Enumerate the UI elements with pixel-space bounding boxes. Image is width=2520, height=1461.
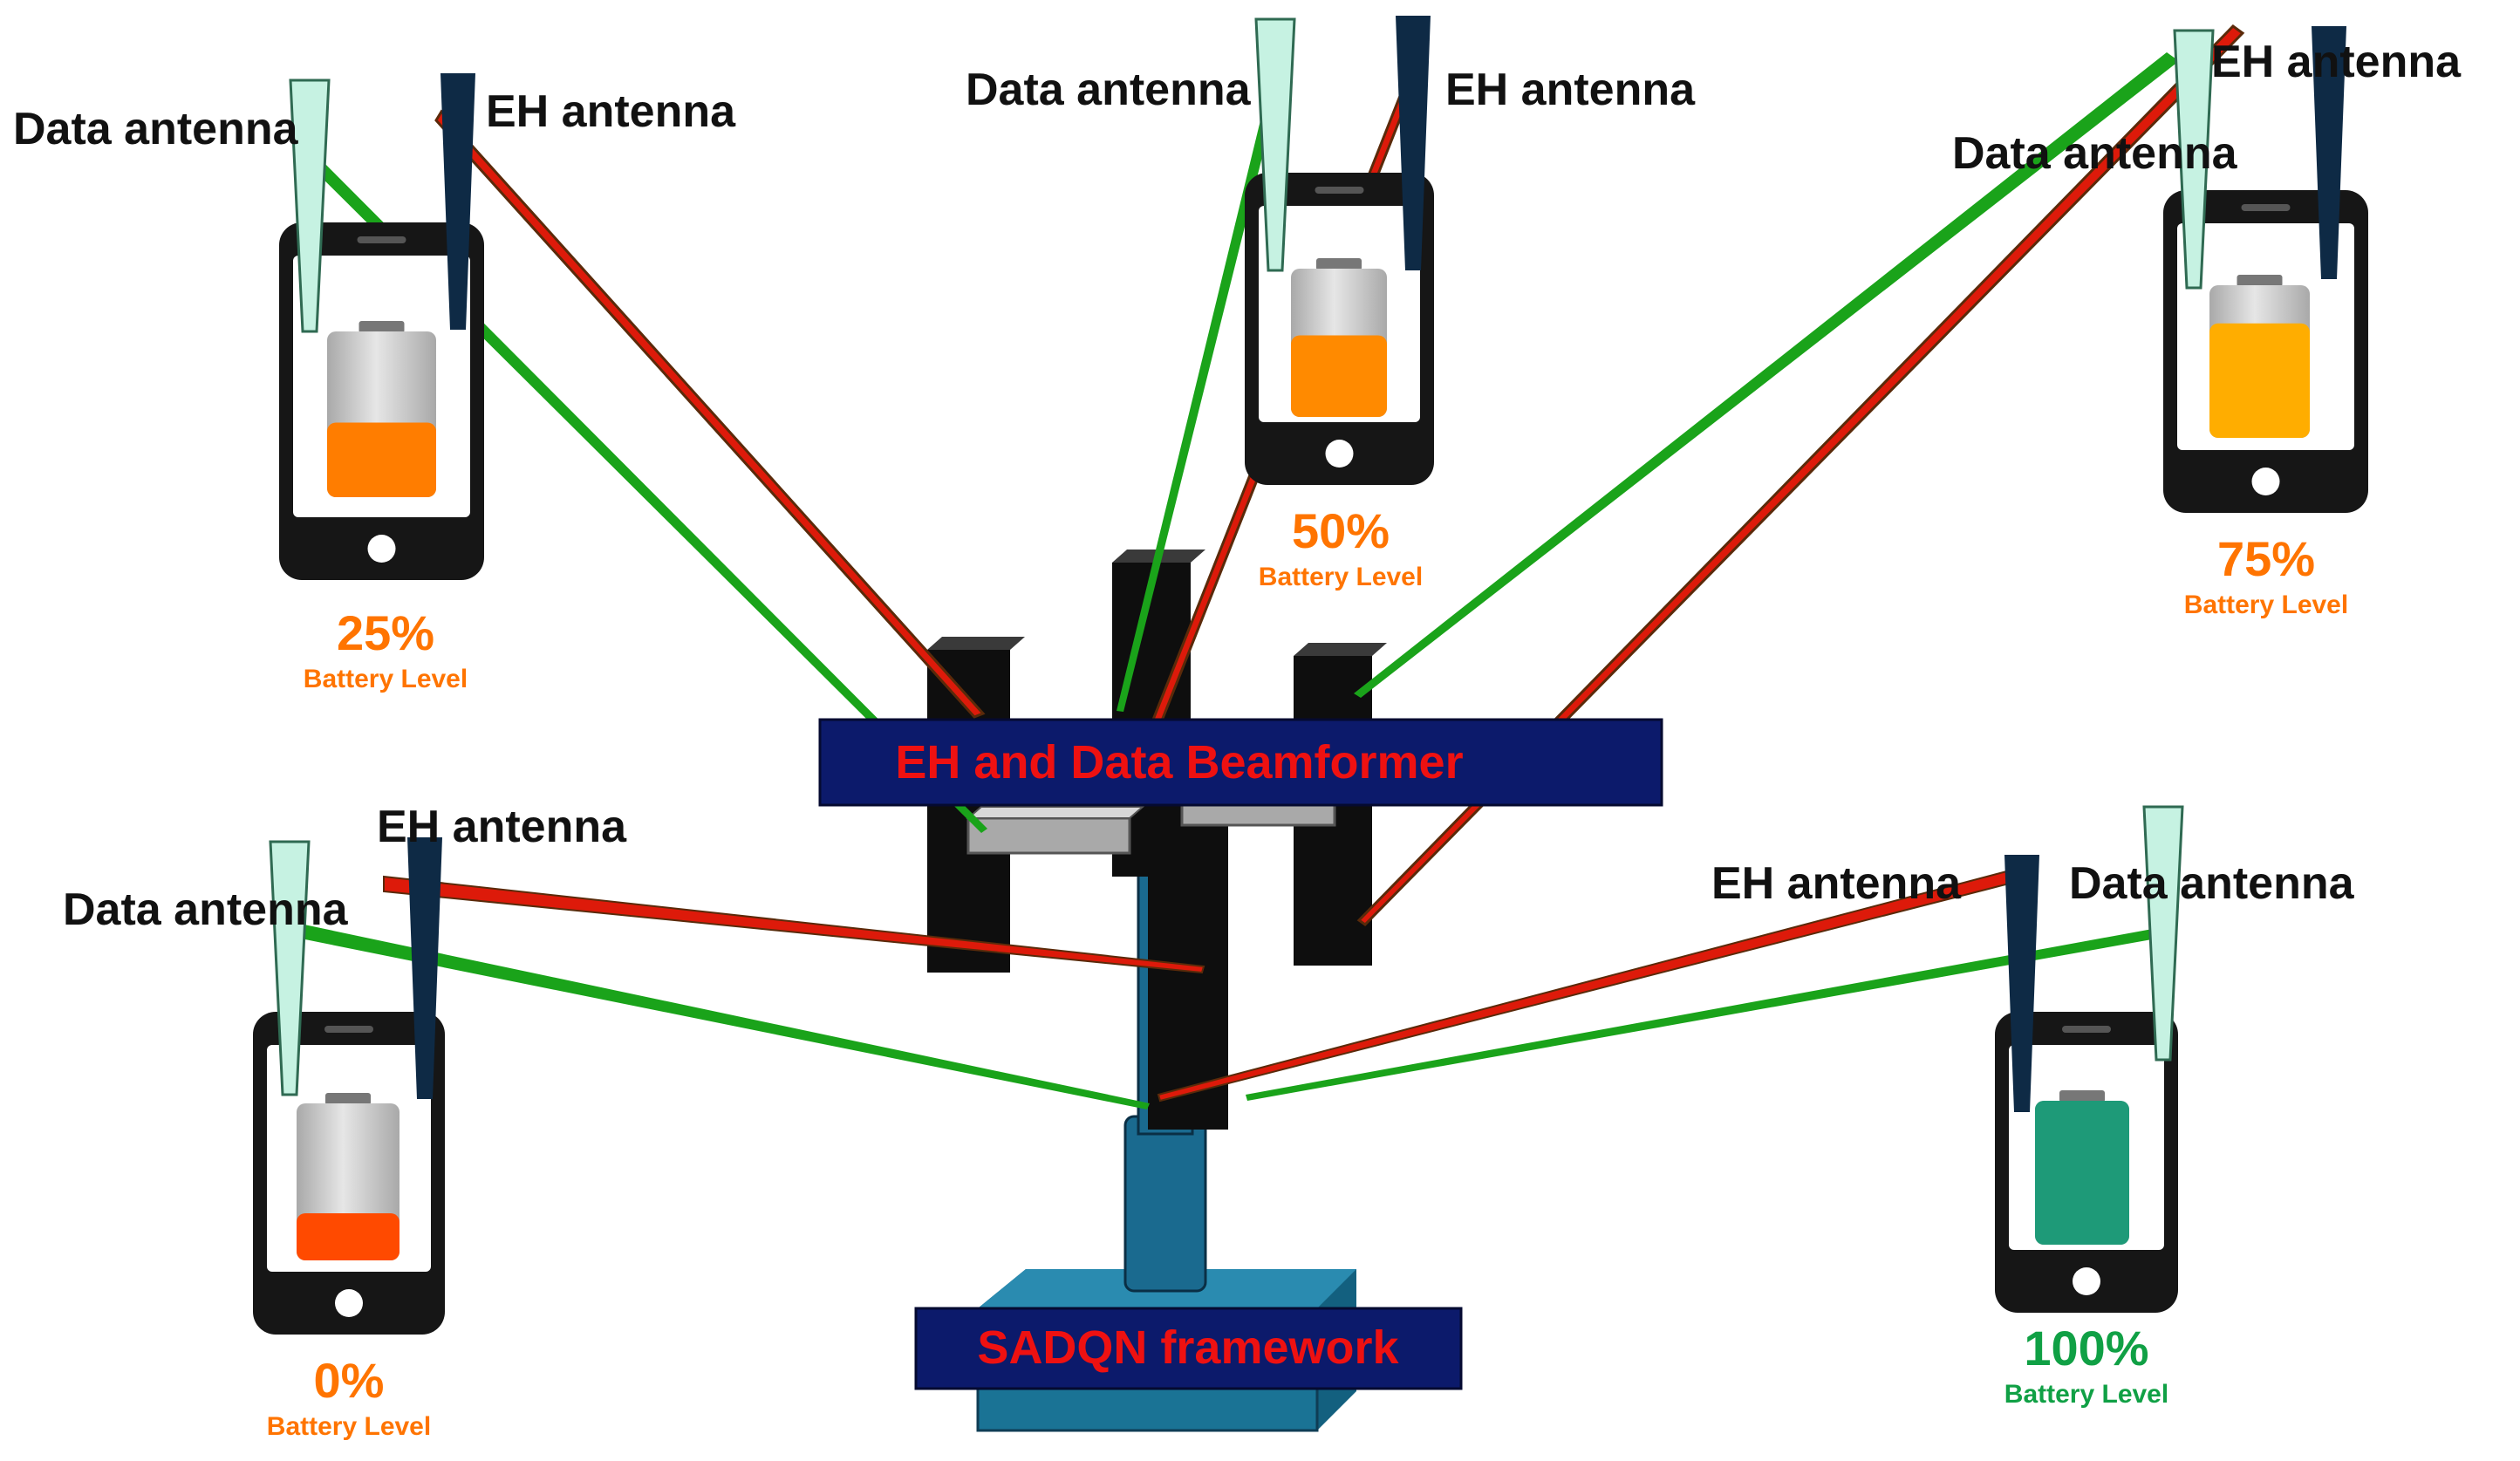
data-antenna-icon <box>2173 29 2215 290</box>
battery-cap <box>2059 1090 2105 1103</box>
base-station <box>927 550 1387 1432</box>
battery-percent: 100% <box>2024 1321 2148 1376</box>
phone-speaker <box>324 1026 373 1033</box>
beamformer-label: EH and Data Beamformer <box>895 736 1463 789</box>
data-beam-device-75 <box>1354 52 2179 698</box>
phone-home-button <box>367 535 396 563</box>
eh-antenna-label: EH antenna <box>486 86 736 137</box>
device-0: Data antenna EH antenna 0% Battery Level <box>63 802 627 1441</box>
eh-antenna-icon <box>407 837 442 1099</box>
battery-level-label: Battery Level <box>2184 591 2348 619</box>
device-100: Data antenna EH antenna 100% Battery Level <box>1711 805 2355 1409</box>
device-75: Data antenna EH antenna 75% Battery Level <box>1952 26 2462 619</box>
battery-fill <box>297 1213 400 1260</box>
data-antenna-label: Data antenna <box>13 104 299 154</box>
phone-home-button <box>2251 468 2280 495</box>
eh-antenna-label: EH antenna <box>2211 37 2462 87</box>
device-25: Data antenna EH antenna 25% Battery Level <box>13 73 736 693</box>
battery-fill <box>2035 1101 2129 1245</box>
data-antenna-icon <box>289 79 331 333</box>
data-antenna-label: Data antenna <box>63 884 349 935</box>
battery-percent: 0% <box>314 1353 385 1408</box>
eh-antenna-icon <box>1396 16 1431 270</box>
battery-percent: 25% <box>337 605 434 660</box>
eh-antenna-label: EH antenna <box>1445 65 1696 115</box>
device-50: Data antenna EH antenna 50% Battery Level <box>966 16 1696 591</box>
battery-level-label: Battery Level <box>2004 1380 2168 1409</box>
framework-label: SADQN framework <box>977 1321 1399 1374</box>
data-antenna-label: Data antenna <box>2069 858 2355 909</box>
phone-home-button <box>335 1289 363 1317</box>
battery-level-label: Battery Level <box>304 665 468 693</box>
eh-beam-device-0 <box>383 875 1205 974</box>
battery-fill <box>1291 335 1387 417</box>
eh-antenna-icon <box>2312 26 2346 279</box>
phone-home-button <box>1325 440 1354 468</box>
battery-cap <box>2237 275 2283 287</box>
data-antenna-icon <box>269 840 311 1096</box>
battery-fill <box>2209 323 2310 438</box>
framework-label-box: SADQN framework <box>914 1307 1463 1390</box>
battery-fill <box>327 422 436 497</box>
phone-speaker <box>1315 187 1364 194</box>
eh-antenna-label: EH antenna <box>1711 858 1962 909</box>
eh-beam-device-75 <box>1356 24 2245 926</box>
data-antenna-icon <box>1254 17 1296 272</box>
data-beam-device-100 <box>1246 925 2176 1101</box>
tower-pole <box>1123 1115 1207 1293</box>
phone-speaker <box>357 236 406 243</box>
phone-home-button <box>2073 1267 2100 1295</box>
data-antenna-label: Data antenna <box>1952 128 2238 179</box>
data-antenna-icon <box>2142 805 2184 1062</box>
battery-cap <box>1316 258 1362 270</box>
battery-level-label: Battery Level <box>1259 563 1423 591</box>
data-antenna-label: Data antenna <box>966 65 1252 115</box>
eh-antenna-label: EH antenna <box>377 802 627 852</box>
phone-speaker <box>2241 204 2291 211</box>
beamformer-label-box: EH and Data Beamformer <box>818 718 1663 807</box>
arm-left <box>966 816 1131 855</box>
eh-antenna-icon <box>2004 855 2039 1112</box>
eh-antenna-icon <box>440 73 475 330</box>
battery-percent: 75% <box>2217 531 2315 586</box>
battery-level-label: Battery Level <box>267 1412 431 1441</box>
battery-percent: 50% <box>1292 503 1390 558</box>
phone-speaker <box>2062 1026 2111 1033</box>
battery-cap <box>325 1093 371 1105</box>
battery-cap <box>359 321 405 333</box>
data-beam-device-0 <box>283 920 1150 1109</box>
eh-beam-device-25 <box>434 109 986 719</box>
